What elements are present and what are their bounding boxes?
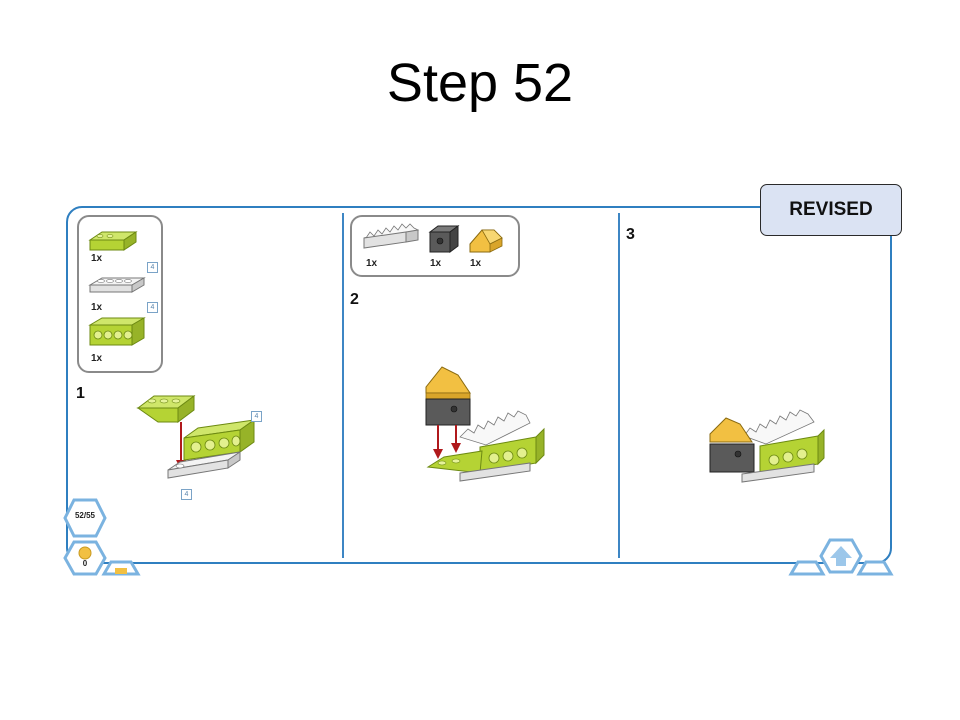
white-plate-part-icon: [88, 277, 146, 293]
lime-slope-part-icon: [88, 231, 138, 251]
coin-count: 0: [82, 559, 88, 568]
part-qty: 1x: [366, 258, 378, 269]
nav-next-arrow-icon[interactable]: [856, 560, 894, 576]
step-1-build-illustration: [136, 395, 255, 479]
dark-gray-technic-brick-part-icon: [428, 225, 460, 253]
revised-badge: REVISED: [760, 184, 902, 236]
step-number: 3: [626, 226, 635, 243]
help-hex-icon[interactable]: [101, 560, 141, 576]
coin-hex-icon: [63, 540, 107, 576]
slide-title: Step 52: [386, 53, 574, 113]
length-callout: 4: [147, 262, 158, 273]
part-qty: 1x: [91, 253, 103, 264]
part-qty: 1x: [91, 302, 103, 313]
panel-divider-2: [618, 213, 620, 558]
part-qty: 1x: [91, 353, 103, 364]
lime-technic-beam-part-icon: [88, 317, 146, 346]
step-number: 2: [350, 291, 359, 308]
page-indicator: 52/55: [74, 511, 96, 520]
nav-up-arrow-icon[interactable]: [819, 538, 863, 574]
length-callout: 4: [147, 302, 158, 313]
step-3-build-illustration: [709, 409, 825, 483]
part-qty: 1x: [470, 258, 482, 269]
yellow-slope-part-icon: [469, 229, 503, 253]
nav-prev-arrow-icon[interactable]: [788, 560, 826, 576]
page-indicator-hex-icon: [63, 498, 107, 538]
white-gear-rack-part-icon: [363, 223, 420, 249]
length-callout: 4: [251, 411, 262, 422]
step-number: 1: [76, 385, 85, 402]
length-callout: 4: [181, 489, 192, 500]
panel-divider-1: [342, 213, 344, 558]
part-qty: 1x: [430, 258, 442, 269]
step-2-build-illustration: [425, 366, 545, 482]
